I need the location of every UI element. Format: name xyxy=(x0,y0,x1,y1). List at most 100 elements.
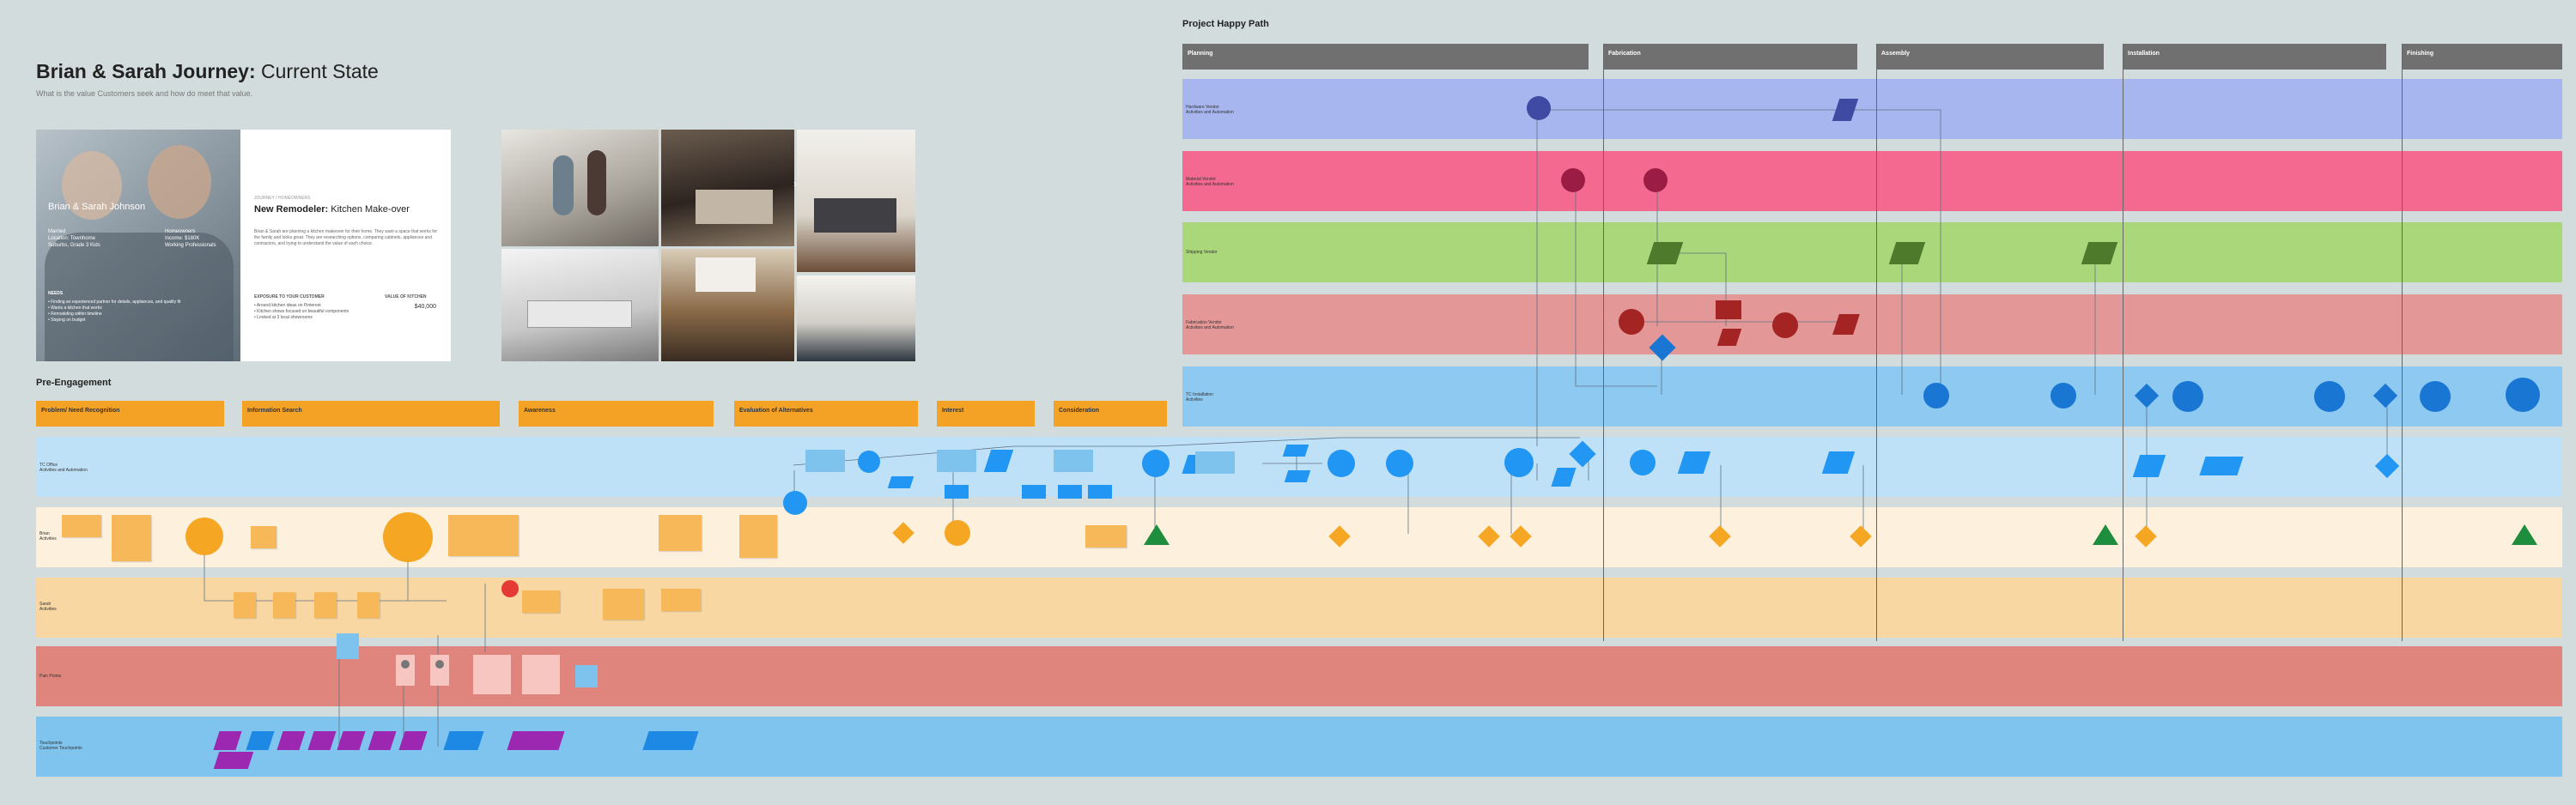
kitchen-photo-couple xyxy=(661,130,794,246)
brian-note[interactable] xyxy=(739,515,777,558)
touchpoint-node[interactable] xyxy=(642,731,699,750)
office-node[interactable] xyxy=(1630,450,1656,475)
brian-node[interactable] xyxy=(945,520,970,546)
brian-note[interactable] xyxy=(1085,525,1127,548)
persona-facts: Married Location: Townhome Suburbs, Grad… xyxy=(48,229,100,248)
brian-milestone-triangle[interactable] xyxy=(2512,524,2537,545)
office-note[interactable] xyxy=(937,450,976,472)
office-node[interactable] xyxy=(858,451,880,473)
brian-node[interactable] xyxy=(383,512,433,562)
phase-divider xyxy=(1876,44,1877,641)
sarah-note[interactable] xyxy=(314,592,337,618)
brian-note[interactable] xyxy=(62,515,101,537)
happy-path-heading: Project Happy Path xyxy=(1182,19,1269,29)
brian-milestone-triangle[interactable] xyxy=(2093,524,2118,545)
exposure-list: • Around kitchen ideas on Pinterest • Ki… xyxy=(254,303,349,320)
brian-note[interactable] xyxy=(251,526,276,548)
kitchen-photo-modern xyxy=(501,249,659,361)
persona-heading: New Remodeler: Kitchen Make-over xyxy=(254,204,410,215)
installation-node[interactable] xyxy=(2506,378,2540,412)
persona-card: Brian & Sarah Johnson Married Location: … xyxy=(36,130,451,361)
lane-pain-points: Pain Points xyxy=(36,646,2562,706)
office-note[interactable] xyxy=(1195,451,1235,474)
fabrication-node[interactable] xyxy=(1619,309,1644,335)
installation-node[interactable] xyxy=(2172,381,2203,412)
office-node[interactable] xyxy=(887,476,914,488)
lane-sarah: Sarah Activities xyxy=(36,578,2562,638)
exposure-heading: EXPOSURE TO YOUR CUSTOMER xyxy=(254,294,325,300)
lane-material-vendor: Material Vendor Activities and Automatio… xyxy=(1182,151,2562,211)
fabrication-node[interactable] xyxy=(1772,312,1798,338)
sarah-note[interactable] xyxy=(357,592,380,618)
kitchen-photo-navy xyxy=(797,275,915,361)
brian-milestone-triangle[interactable] xyxy=(1144,524,1170,545)
material-node[interactable] xyxy=(1561,168,1585,192)
sarah-note[interactable] xyxy=(522,590,560,613)
value-amount: $40,000 xyxy=(414,304,436,310)
sarah-note[interactable] xyxy=(603,589,644,620)
stage-interest: Interest xyxy=(937,401,1035,427)
office-node[interactable] xyxy=(2199,457,2244,475)
touchpoint-node[interactable] xyxy=(213,752,254,769)
stage-consideration: Consideration xyxy=(1054,401,1167,427)
phase-finishing: Finishing xyxy=(2402,44,2562,70)
installation-node[interactable] xyxy=(2420,381,2451,412)
persona-needs-heading: NEEDS xyxy=(48,291,64,296)
persona-photo: Brian & Sarah Johnson Married Location: … xyxy=(36,130,240,361)
persona-tag: JOURNEY / HOMEOWNERS xyxy=(254,196,311,201)
office-node[interactable] xyxy=(1142,450,1170,477)
pain-point-card[interactable] xyxy=(396,655,415,686)
brian-note[interactable] xyxy=(112,515,151,561)
sarah-note[interactable] xyxy=(661,589,701,611)
lane-hardware-vendor: Hardware Vendor Activities and Automatio… xyxy=(1182,79,2562,139)
phase-assembly: Assembly xyxy=(1876,44,2104,70)
fabrication-node[interactable] xyxy=(1716,300,1741,319)
office-node[interactable] xyxy=(1058,485,1082,499)
sarah-note-blue[interactable] xyxy=(337,633,359,659)
installation-node[interactable] xyxy=(1923,383,1949,409)
office-node[interactable] xyxy=(1088,485,1112,499)
stage-information-search: Information Search xyxy=(242,401,500,427)
kitchen-photo-island xyxy=(661,249,794,361)
pain-point-card[interactable] xyxy=(522,655,560,694)
stage-awareness: Awareness xyxy=(519,401,714,427)
pain-point-card[interactable] xyxy=(473,655,511,694)
brian-note[interactable] xyxy=(448,515,519,556)
brian-node[interactable] xyxy=(185,518,223,555)
office-node[interactable] xyxy=(1327,450,1355,477)
hardware-node[interactable] xyxy=(1527,96,1551,120)
sarah-alert-node[interactable] xyxy=(501,580,519,597)
touchpoint-node[interactable] xyxy=(507,731,565,750)
installation-node[interactable] xyxy=(2314,381,2345,412)
chevron-right-icon[interactable]: › xyxy=(793,178,797,190)
pain-point-card[interactable] xyxy=(430,655,449,686)
persona-needs: • Finding an experienced partner for det… xyxy=(48,300,181,323)
stage-evaluation: Evaluation of Alternatives xyxy=(734,401,918,427)
phase-fabrication: Fabrication xyxy=(1603,44,1857,70)
office-note[interactable] xyxy=(805,450,845,472)
office-node[interactable] xyxy=(1022,485,1046,499)
office-node[interactable] xyxy=(1504,448,1534,477)
brian-note[interactable] xyxy=(659,515,702,551)
persona-facts-right: Homeowners Income: $180K Working Profess… xyxy=(165,229,216,248)
installation-node[interactable] xyxy=(2050,383,2076,409)
phase-divider xyxy=(1603,44,1604,641)
material-node[interactable] xyxy=(1643,168,1668,192)
persona-description: Brian & Sarah are planning a kitchen mak… xyxy=(254,229,438,246)
kitchen-photo-white xyxy=(797,130,915,272)
sarah-note[interactable] xyxy=(273,592,295,618)
office-node[interactable] xyxy=(1386,450,1413,477)
office-node[interactable] xyxy=(945,485,969,499)
touchpoint-node[interactable] xyxy=(443,731,484,750)
office-node[interactable] xyxy=(783,491,807,515)
lane-fabrication-vendor: Fabrication Vendor Activities and Automa… xyxy=(1182,294,2562,354)
kitchen-photo-family xyxy=(501,130,659,246)
journey-title: Brian & Sarah Journey: Current State xyxy=(36,60,379,82)
sarah-note[interactable] xyxy=(234,592,256,618)
office-note[interactable] xyxy=(1054,450,1093,472)
pain-point-card-blue[interactable] xyxy=(575,665,598,687)
office-node[interactable] xyxy=(1282,445,1309,457)
office-node[interactable] xyxy=(1284,470,1311,482)
pre-engagement-heading: Pre-Engagement xyxy=(36,378,112,388)
stage-problem-need: Problem/ Need Recognition xyxy=(36,401,224,427)
